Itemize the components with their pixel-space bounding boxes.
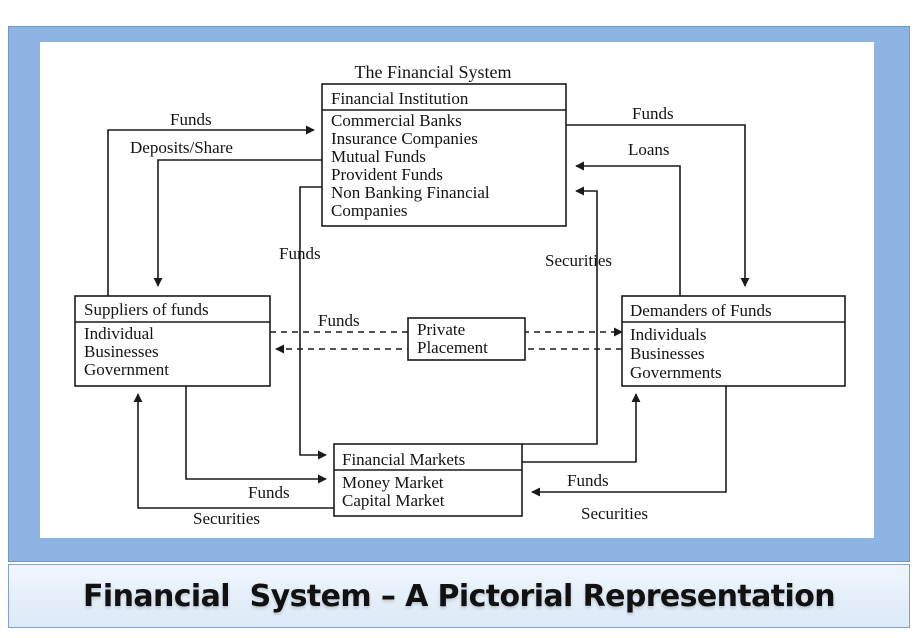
institution-item: Non Banking Financial <box>331 183 490 202</box>
label-funds: Funds <box>170 110 212 129</box>
arrow-markets-to-suppliers <box>133 393 334 509</box>
label-funds: Funds <box>632 104 674 123</box>
caption-title: Financial System – A Pictorial Represent… <box>83 578 836 614</box>
label-loans: Loans <box>628 140 670 159</box>
markets-item: Money Market <box>342 473 444 492</box>
private-placement-box: Private Placement <box>407 317 526 361</box>
diagram-title: The Financial System <box>355 62 512 82</box>
label-funds-private: Funds <box>318 311 360 330</box>
private-placement-line2: Placement <box>417 338 488 357</box>
arrow-institution-to-demanders <box>566 124 750 287</box>
demanders-item: Individuals <box>630 325 707 344</box>
demanders-title: Demanders of Funds <box>630 301 772 320</box>
demanders-box: Demanders of Funds Individuals Businesse… <box>621 295 846 387</box>
financial-markets-box: Financial Markets Money Market Capital M… <box>333 443 523 517</box>
suppliers-box: Suppliers of funds Individual Businesses… <box>74 295 271 387</box>
arrow-demanders-to-markets <box>531 386 727 497</box>
arrow-demanders-to-institution <box>575 161 681 296</box>
markets-item: Capital Market <box>342 491 445 510</box>
suppliers-item: Individual <box>84 324 154 343</box>
arrow-suppliers-to-markets <box>185 386 327 484</box>
arrow-markets-to-demanders <box>522 393 641 463</box>
flow-labels: Funds Deposits/Share Funds Loans Funds S… <box>130 104 674 528</box>
label-securities: Securities <box>545 251 612 270</box>
private-placement-line1: Private <box>417 320 465 339</box>
flow-arrows <box>107 124 750 509</box>
arrow-institution-to-markets <box>299 186 327 460</box>
label-funds: Funds <box>567 471 609 490</box>
suppliers-title: Suppliers of funds <box>84 300 209 319</box>
label-funds: Funds <box>279 244 321 263</box>
markets-title: Financial Markets <box>342 450 465 469</box>
institution-item: Commercial Banks <box>331 111 462 130</box>
label-funds: Funds <box>248 483 290 502</box>
institution-item: Provident Funds <box>331 165 443 184</box>
institution-item: Insurance Companies <box>331 129 478 148</box>
demanders-item: Governments <box>630 363 722 382</box>
label-deposits-share: Deposits/Share <box>130 138 233 157</box>
financial-institution-box: Financial Institution Commercial Banks I… <box>321 83 567 227</box>
label-securities: Securities <box>581 504 648 523</box>
institution-item: Mutual Funds <box>331 147 426 166</box>
arrow-markets-to-institution <box>522 186 598 445</box>
suppliers-item: Government <box>84 360 169 379</box>
demanders-item: Businesses <box>630 344 705 363</box>
label-securities: Securities <box>193 509 260 528</box>
caption-banner: Financial System – A Pictorial Represent… <box>8 564 910 628</box>
institution-item: Companies <box>331 201 408 220</box>
institution-title: Financial Institution <box>331 89 469 108</box>
arrow-suppliers-to-institution <box>107 125 315 296</box>
suppliers-item: Businesses <box>84 342 159 361</box>
arrow-institution-to-suppliers <box>153 159 322 287</box>
